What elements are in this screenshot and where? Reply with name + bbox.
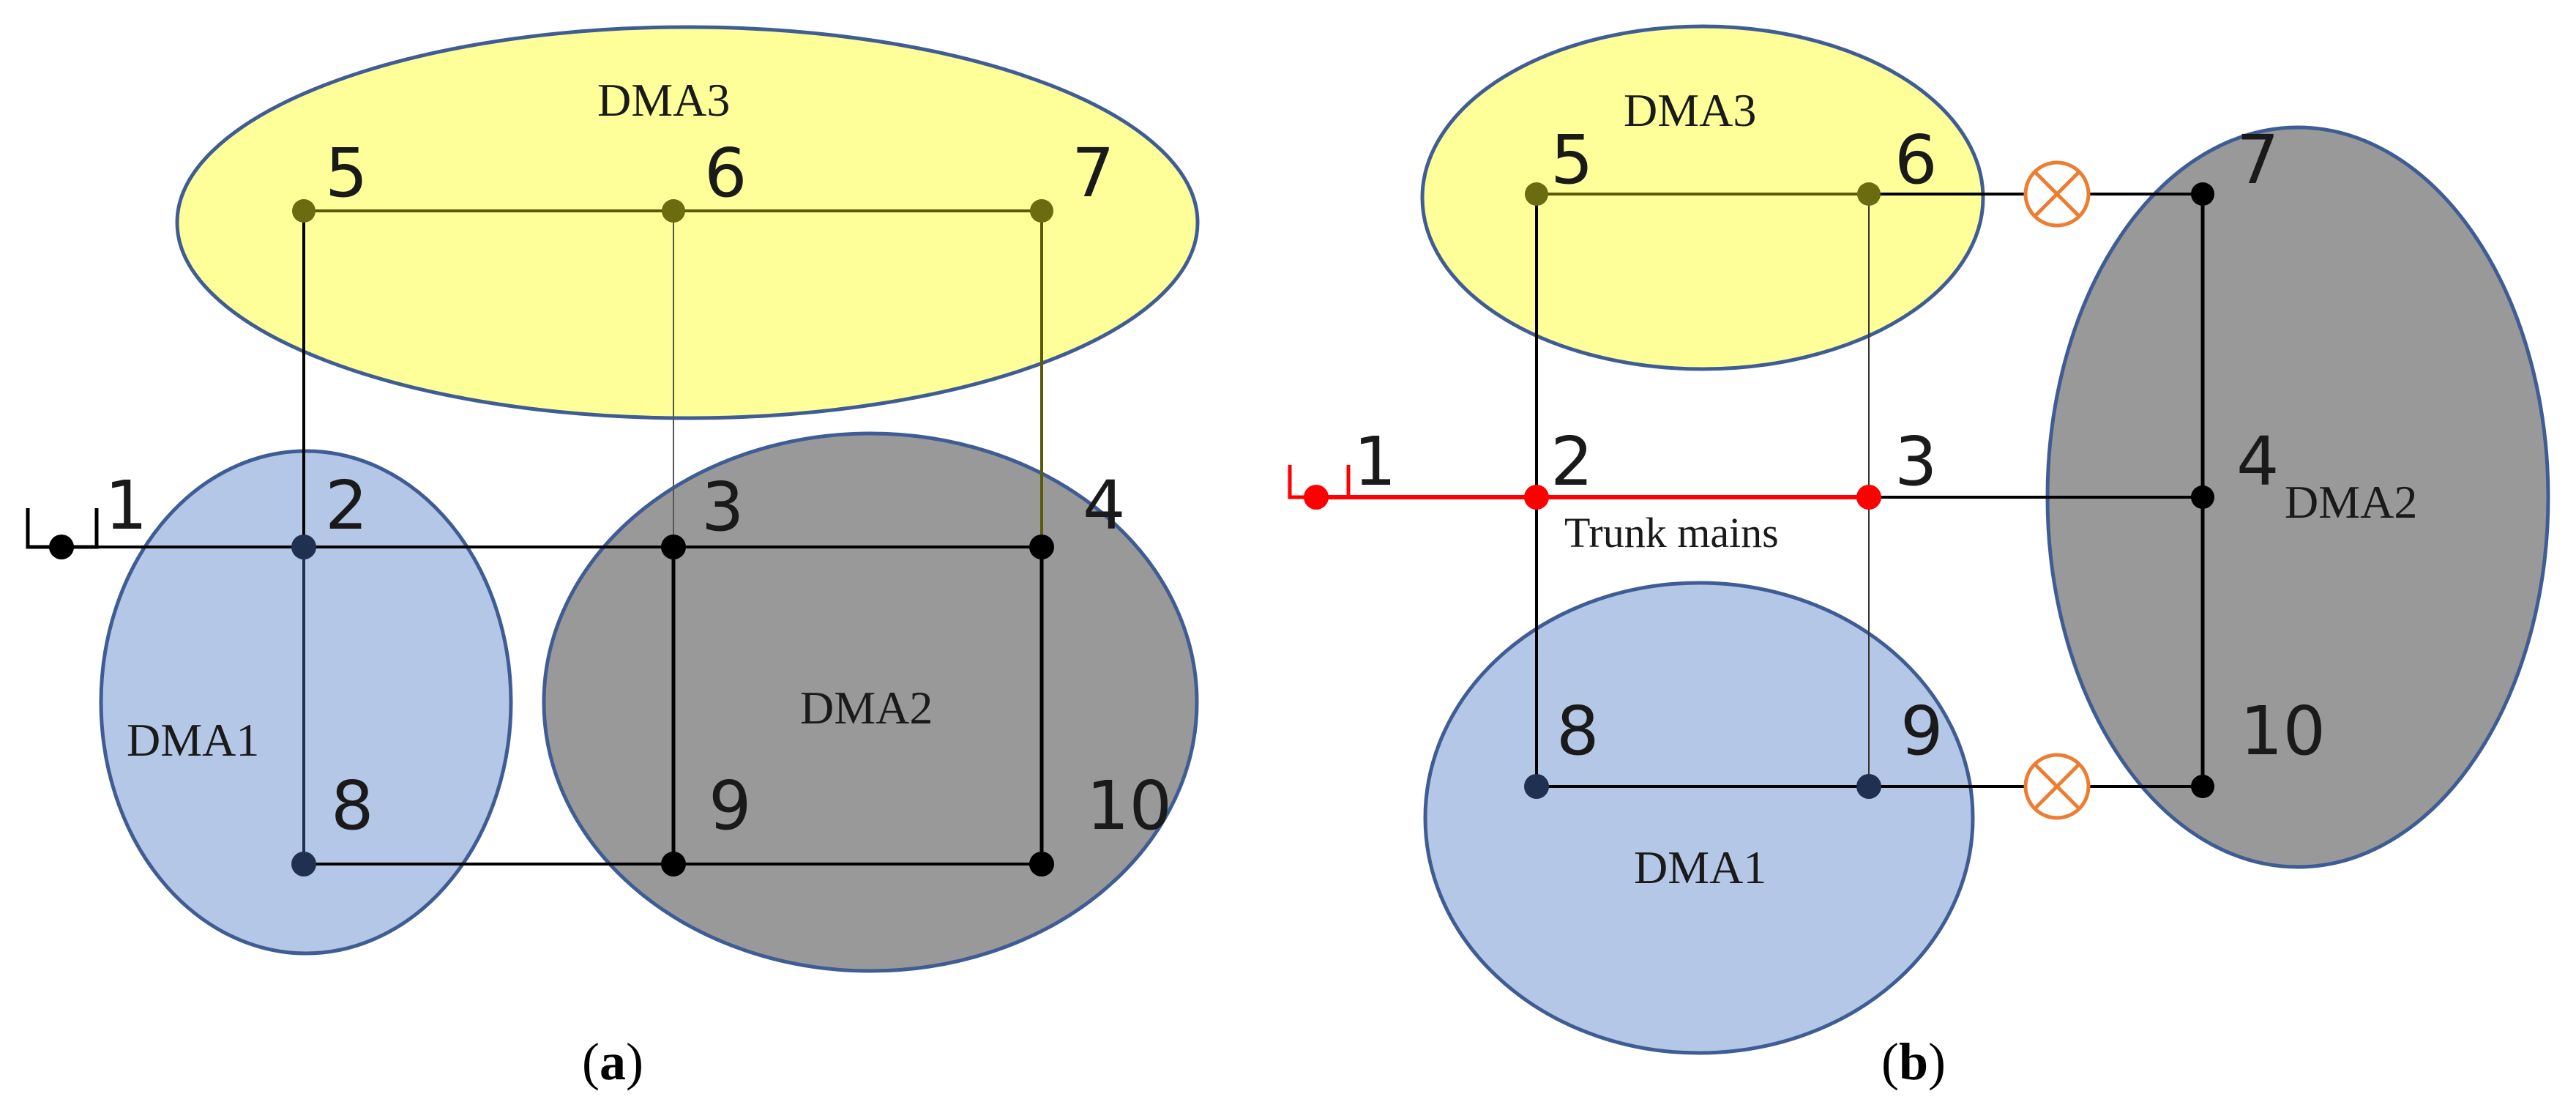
node-2 <box>291 535 316 559</box>
node-label-7: 7 <box>2236 121 2280 199</box>
node-label-1: 1 <box>1354 423 1397 501</box>
node-5 <box>292 199 316 223</box>
dma1-label: DMA1 <box>1634 841 1766 893</box>
node-7 <box>1030 199 1053 223</box>
node-label-9: 9 <box>1900 692 1944 770</box>
dma3-label: DMA3 <box>1624 84 1756 136</box>
dma3-zone <box>1420 24 1985 371</box>
dma1-zone <box>1423 581 1975 1055</box>
node-9 <box>1856 774 1881 799</box>
node-8 <box>291 852 316 876</box>
node-labels: 1 2 3 4 5 6 7 8 9 10 <box>1354 121 2326 770</box>
node-7 <box>2191 182 2214 206</box>
node-2 <box>1524 485 1549 510</box>
panel-b-caption: (b) <box>1881 1032 1946 1091</box>
node-4 <box>2191 485 2214 509</box>
valve-icon <box>2023 160 2091 228</box>
node-label-3: 3 <box>1894 423 1938 501</box>
node-5 <box>1525 182 1548 206</box>
node-labels: 1 2 3 4 5 6 7 8 9 10 <box>105 134 1172 845</box>
dma1-zone <box>99 449 513 956</box>
dma1-label: DMA1 <box>127 714 259 766</box>
reservoir-icon <box>26 508 99 559</box>
node-10 <box>2191 775 2214 798</box>
node-label-4: 4 <box>2236 423 2280 501</box>
node-label-10: 10 <box>2240 692 2326 770</box>
reservoir-icon <box>1288 465 1351 510</box>
node-label-2: 2 <box>1550 423 1594 501</box>
node-label-9: 9 <box>709 767 752 845</box>
panel-a: 1 2 3 4 5 6 7 8 9 10 DMA3 DMA1 DMA2 (a) <box>26 25 1200 1091</box>
node-label-8: 8 <box>1556 692 1599 770</box>
node-label-5: 5 <box>1550 121 1594 199</box>
node-label-2: 2 <box>325 466 368 545</box>
dma3-zone <box>175 25 1200 420</box>
dma2-label: DMA2 <box>800 682 933 734</box>
node-label-8: 8 <box>331 767 374 845</box>
node-label-1: 1 <box>105 466 148 545</box>
node-4 <box>1029 535 1054 559</box>
node-9 <box>661 852 686 876</box>
node-label-6: 6 <box>1894 121 1938 199</box>
node-label-10: 10 <box>1086 767 1172 845</box>
dma2-zone <box>542 431 1199 973</box>
trunk-mains-label: Trunk mains <box>1564 509 1779 556</box>
node-label-3: 3 <box>701 468 744 546</box>
node-8 <box>1524 774 1549 799</box>
node-label-4: 4 <box>1083 466 1126 545</box>
junction-nodes <box>1524 182 2214 799</box>
panel-a-caption: (a) <box>582 1032 643 1091</box>
node-6 <box>662 199 685 223</box>
node-10 <box>1029 852 1054 876</box>
pipe-network <box>61 209 1044 866</box>
node-6 <box>1857 182 1881 206</box>
node-3 <box>661 535 686 559</box>
dma3-label: DMA3 <box>597 74 730 126</box>
panel-b: 1 2 3 4 5 6 7 8 9 10 DMA3 DMA1 DMA2 Trun… <box>1288 24 2550 1091</box>
node-label-6: 6 <box>704 134 747 212</box>
node-label-7: 7 <box>1072 134 1115 212</box>
dma2-label: DMA2 <box>2285 476 2417 528</box>
node-label-5: 5 <box>325 134 368 212</box>
node-3 <box>1856 485 1881 510</box>
valve-icon <box>2023 753 2091 820</box>
junction-nodes <box>291 199 1054 876</box>
